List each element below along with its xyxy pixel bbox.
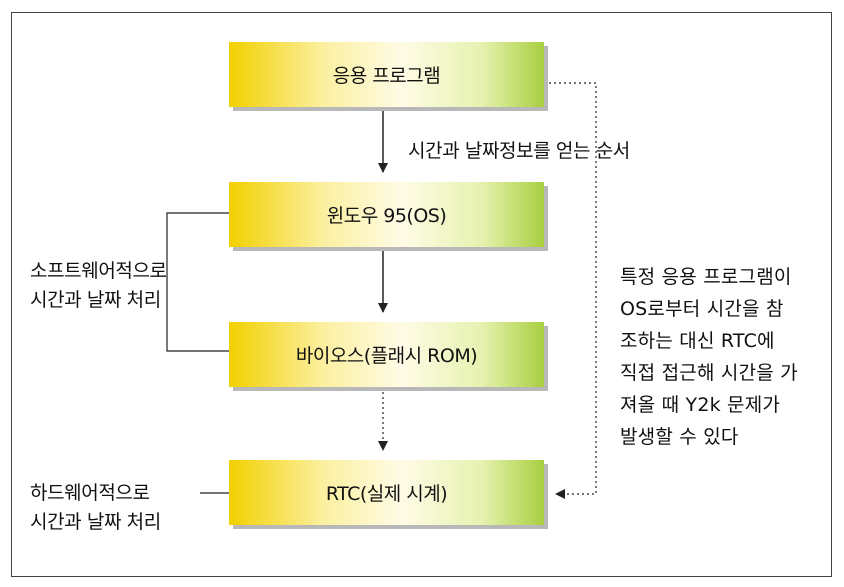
note-line: 직접 접근해 시간을 가	[620, 361, 798, 384]
bios-box: 바이오스(플래시 ROM)	[229, 322, 544, 387]
software-bracket	[166, 212, 229, 352]
app-box: 응용 프로그램	[229, 42, 544, 107]
note-line: 져올 때 Y2k 문제가	[620, 393, 781, 416]
note-line: 발생할 수 있다	[620, 425, 739, 448]
software-label: 소프트웨어적으로 시간과 날짜 처리	[30, 257, 167, 316]
bios-box-label: 바이오스(플래시 ROM)	[295, 345, 478, 367]
note-line: 조하는 대신 RTC에	[620, 329, 775, 352]
os-box-label: 윈도우 95(OS)	[326, 205, 447, 227]
y2k-note: 특정 응용 프로그램이 OS로부터 시간을 참 조하는 대신 RTC에 직접 접…	[620, 262, 798, 453]
software-label-line: 시간과 날짜 처리	[30, 289, 161, 312]
hardware-label-line: 하드웨어적으로	[30, 482, 150, 504]
hardware-label: 하드웨어적으로 시간과 날짜 처리	[30, 479, 161, 538]
software-label-line: 소프트웨어적으로	[30, 260, 167, 282]
os-box: 윈도우 95(OS)	[229, 182, 544, 247]
arrow-app-to-rtc-bypass	[544, 82, 597, 499]
rtc-box: RTC(실제 시계)	[229, 460, 544, 525]
rtc-box-label: RTC(실제 시계)	[325, 483, 448, 505]
hardware-label-line: 시간과 날짜 처리	[30, 511, 161, 534]
note-line: OS로부터 시간을 참	[620, 297, 784, 320]
note-line: 특정 응용 프로그램이	[620, 266, 792, 288]
order-label: 시간과 날짜정보를 얻는 순서	[408, 140, 630, 162]
app-box-label: 응용 프로그램	[332, 65, 441, 87]
